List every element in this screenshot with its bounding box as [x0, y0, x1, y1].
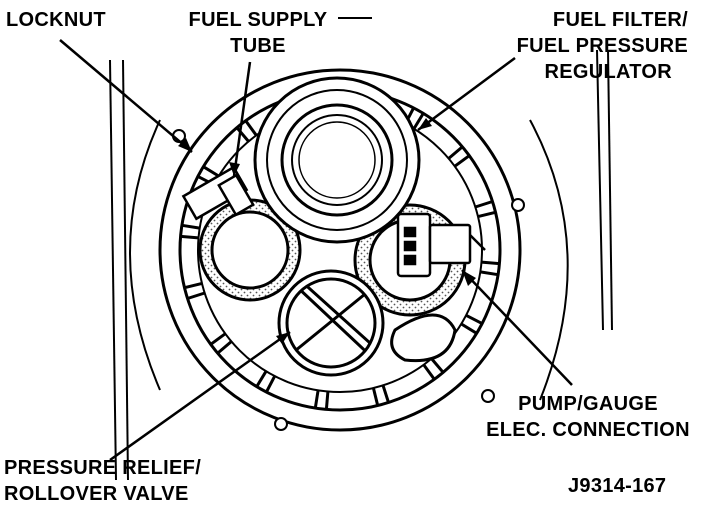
pump-gauge-label-line1: PUMP/GAUGE	[518, 393, 658, 415]
tank-outline-lines	[109, 17, 613, 481]
fuel-supply-tube-label-line2: TUBE	[230, 35, 286, 57]
flange-rib	[255, 370, 268, 388]
flange-rib	[430, 357, 445, 374]
flange-rib	[265, 375, 277, 393]
flange-rib	[477, 210, 496, 219]
flange-rib	[324, 391, 330, 410]
fuel-filter-label-line2: FUEL PRESSURE	[516, 35, 688, 57]
flange-rib	[412, 112, 425, 130]
flange-rib	[181, 223, 200, 230]
flange-rib	[184, 281, 203, 290]
flange-rib	[460, 322, 478, 335]
flange-rib	[371, 387, 380, 406]
flange-rib	[422, 363, 436, 381]
fuel-supply-tube-label-line1: FUEL SUPPLY	[188, 9, 328, 31]
figure-id-label: J9314-167	[568, 475, 667, 497]
pump-gauge-label-line2: ELEC. CONNECTION	[486, 419, 690, 441]
flange-rib	[465, 313, 483, 325]
flange-rib	[313, 390, 320, 409]
flange-rib	[216, 340, 233, 355]
flange-rib	[244, 119, 258, 137]
fuel-filter-label-line3: REGULATOR	[544, 61, 672, 83]
pressure-relief-valve	[277, 269, 385, 377]
flange-rib	[187, 291, 206, 300]
flange-rib	[202, 165, 220, 178]
fuel-supply-tube-fitting	[181, 165, 255, 221]
flange-rib	[481, 260, 500, 266]
fuel-filter-label-line1: FUEL FILTER/	[552, 9, 688, 31]
fuel-filter-regulator	[253, 76, 421, 244]
flange-rib	[180, 234, 199, 240]
leader-lines	[59, 39, 573, 462]
flange-rib	[453, 154, 471, 168]
flange-rib	[447, 145, 464, 160]
flange-rib	[209, 332, 227, 346]
pressure-relief-label-line1: PRESSURE RELIEF/	[4, 457, 202, 479]
electrical-connector	[396, 212, 486, 278]
flange-rib	[381, 384, 390, 403]
flange-rib	[235, 126, 250, 143]
pressure-relief-label-line2: ROLLOVER VALVE	[4, 483, 189, 505]
locknut-label: LOCKNUT	[6, 9, 106, 31]
leader-arrowheads	[178, 118, 476, 344]
flange-rib	[474, 200, 493, 209]
flange-rib	[480, 270, 499, 277]
